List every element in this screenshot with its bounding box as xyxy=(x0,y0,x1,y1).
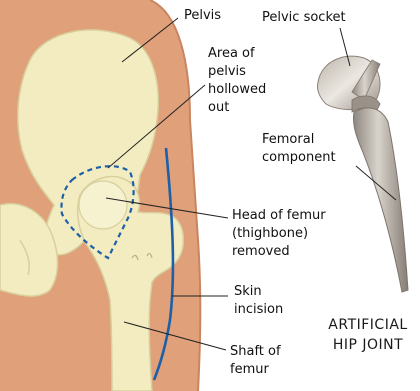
label-area-line3: hollowed xyxy=(208,82,266,98)
caption-line2: HIP JOINT xyxy=(318,336,418,354)
label-femoral-line2: component xyxy=(262,150,336,166)
label-head-line3: removed xyxy=(232,244,290,260)
label-pelvis: Pelvis xyxy=(184,8,221,24)
label-skin-line2: incision xyxy=(234,302,283,318)
label-area-line2: pelvis xyxy=(208,64,246,80)
femoral-stem-implant xyxy=(353,108,408,292)
label-shaft-line1: Shaft of xyxy=(230,344,281,360)
label-shaft-line2: femur xyxy=(230,362,269,378)
label-head-line1: Head of femur xyxy=(232,208,326,224)
label-head-line2: (thighbone) xyxy=(232,226,308,242)
label-femoral-line1: Femoral xyxy=(262,132,314,148)
label-area-line1: Area of xyxy=(208,46,255,62)
caption-line1: ARTIFICIAL xyxy=(318,316,418,334)
femoral-head xyxy=(79,181,127,229)
label-pelvic-socket: Pelvic socket xyxy=(262,10,346,26)
artificial-hip-joint xyxy=(317,56,408,292)
label-skin-line1: Skin xyxy=(234,284,262,300)
label-area-line4: out xyxy=(208,100,229,116)
